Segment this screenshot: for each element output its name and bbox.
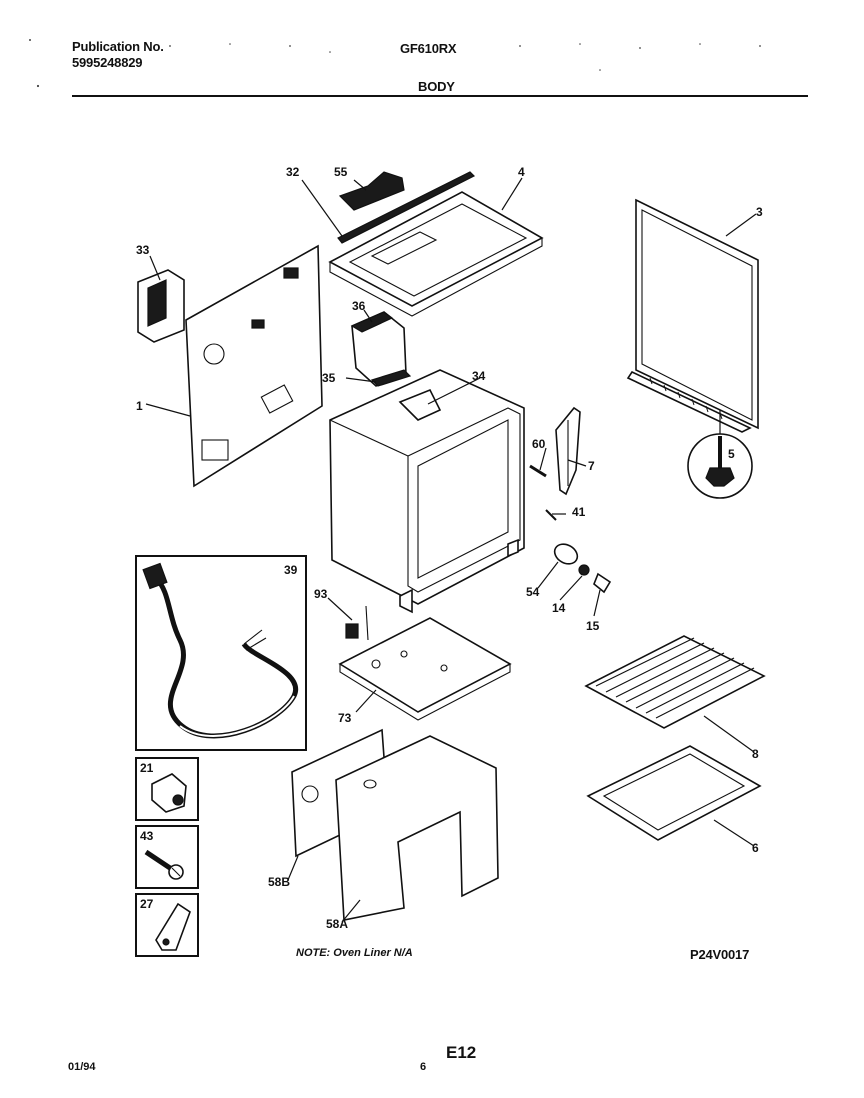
publication-label: Publication No. — [72, 39, 164, 54]
leader-lines — [145, 177, 757, 923]
callout-43: 43 — [140, 829, 154, 843]
part-6-broil-pan — [586, 745, 762, 841]
callout-58a: 58A — [326, 917, 349, 931]
part-93-switch — [345, 605, 369, 641]
publication-number: 5995248829 — [72, 55, 143, 70]
callout-58b: 58B — [268, 875, 291, 889]
oven-body — [329, 369, 525, 614]
footer-date: 01/94 — [68, 1061, 96, 1073]
part-32-strip — [337, 171, 476, 244]
part-34-flue — [398, 388, 442, 421]
part-4-top-frame — [328, 191, 544, 317]
callout-5: 5 — [728, 447, 735, 461]
callout-35: 35 — [322, 371, 336, 385]
part-21-clip-box — [135, 757, 199, 821]
callout-60: 60 — [532, 437, 546, 451]
callout-14: 14 — [552, 601, 566, 615]
callout-32: 32 — [286, 165, 300, 179]
callout-8: 8 — [752, 747, 759, 761]
part-14-washer — [578, 564, 590, 576]
diagram-code: P24V0017 — [690, 947, 750, 962]
model-number: GF610RX — [400, 41, 457, 56]
part-54-knob — [553, 543, 579, 565]
part-35-vent-gasket — [370, 369, 412, 387]
callout-93: 93 — [314, 587, 328, 601]
callout-39: 39 — [284, 563, 298, 577]
part-1-back-panel — [185, 244, 323, 488]
oven-liner-note: NOTE: Oven Liner N/A — [296, 947, 413, 959]
callout-4: 4 — [518, 165, 525, 179]
callout-34: 34 — [472, 369, 486, 383]
part-39-power-cord-box — [135, 555, 307, 751]
part-60-hinge-pin — [529, 464, 547, 478]
part-33-junction-box — [137, 269, 185, 343]
footer-page-number: 6 — [420, 1061, 427, 1073]
part-41-screw — [545, 509, 557, 521]
callout-21: 21 — [140, 761, 154, 775]
callout-73: 73 — [338, 711, 352, 725]
callout-1: 1 — [136, 399, 143, 413]
footer-page-code: E12 — [446, 1043, 477, 1062]
part-5-leveling-leg — [687, 410, 753, 499]
part-58a-base-shroud — [335, 735, 499, 921]
callout-27: 27 — [140, 897, 154, 911]
callout-33: 33 — [136, 243, 150, 257]
part-43-screw-box — [135, 825, 199, 889]
section-title: BODY — [418, 79, 455, 94]
part-27-bracket-box — [135, 893, 199, 957]
part-7-hinge — [555, 406, 581, 496]
callout-54: 54 — [526, 585, 540, 599]
scan-speckle — [29, 39, 761, 88]
callout-6: 6 — [752, 841, 759, 855]
part-55-bracket — [338, 171, 405, 211]
part-8-oven-rack — [584, 635, 766, 729]
callout-55: 55 — [334, 165, 348, 179]
part-73-bottom-plate — [338, 617, 512, 721]
part-3-side-panel — [626, 198, 759, 433]
callout-36: 36 — [352, 299, 366, 313]
callout-3: 3 — [756, 205, 763, 219]
callout-15: 15 — [586, 619, 600, 633]
part-15-knob — [593, 572, 612, 594]
callout-41: 41 — [572, 505, 586, 519]
callout-7: 7 — [588, 459, 595, 473]
